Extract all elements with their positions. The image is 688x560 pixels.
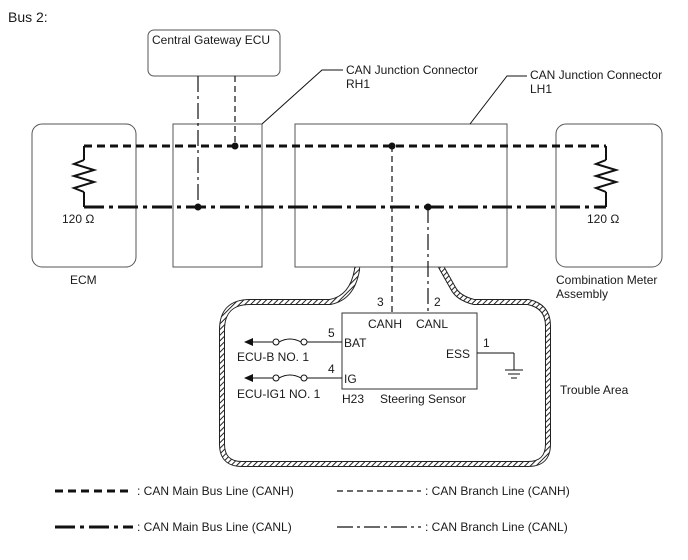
- ecu-b-fuse-wire: [244, 338, 342, 346]
- lh1-label-line1: CAN Junction Connector: [530, 68, 662, 82]
- central-gateway-ecu-box: [147, 29, 281, 77]
- sensor-connector-code: H23: [342, 392, 364, 406]
- junction-connector-lh1-box: [294, 123, 508, 268]
- ecu-ig1-fuse-wire: [244, 374, 342, 382]
- legend-main-canh: : CAN Main Bus Line (CANH): [137, 484, 294, 498]
- legend-main-canl: : CAN Main Bus Line (CANL): [137, 520, 292, 534]
- sensor-name: Steering Sensor: [380, 392, 466, 406]
- bat-pin-number: 5: [328, 326, 335, 340]
- junction-dot-lh1-canh: [388, 142, 396, 150]
- canh-pin-label: CANH: [368, 317, 402, 331]
- combination-meter-box: [555, 123, 663, 268]
- junction-connector-rh1-box: [172, 123, 263, 268]
- meter-resistance-label: 120 Ω: [587, 212, 619, 226]
- central-gateway-ecu-label: Central Gateway ECU: [152, 33, 270, 47]
- ess-pin-label: ESS: [446, 347, 470, 361]
- bat-pin-label: BAT: [344, 336, 367, 350]
- meter-resistor: [592, 146, 620, 207]
- ess-pin-number: 1: [483, 336, 490, 350]
- junction-dot-rh1-canh: [231, 142, 239, 150]
- lh1-leader-line: [469, 75, 527, 125]
- rh1-label-line2: RH1: [346, 77, 370, 91]
- legend-branch-canh: : CAN Branch Line (CANH): [425, 484, 570, 498]
- steering-sensor-box: [341, 312, 478, 390]
- meter-label-line1: Combination Meter: [556, 273, 657, 287]
- ecu-ig1-arrow-icon: [244, 374, 253, 382]
- rh1-label-line1: CAN Junction Connector: [346, 63, 478, 77]
- ig-pin-label: IG: [344, 372, 357, 386]
- junction-dot-lh1-canl: [424, 203, 432, 211]
- ecm-label: ECM: [70, 273, 97, 287]
- ecu-b-fuse-label: ECU-B NO. 1: [237, 350, 309, 364]
- junction-dot-rh1-canl: [194, 203, 202, 211]
- canh-pin-number: 3: [377, 295, 384, 309]
- ecm-resistance-label: 120 Ω: [62, 212, 94, 226]
- trouble-area-label: Trouble Area: [560, 383, 629, 397]
- rh1-leader-line: [261, 69, 343, 125]
- ecm-resistor: [70, 146, 98, 207]
- ecu-ig1-fuse-label: ECU-IG1 NO. 1: [237, 387, 321, 401]
- canl-pin-label: CANL: [416, 317, 448, 331]
- ig-pin-number: 4: [328, 362, 335, 376]
- diagram-title: Bus 2:: [8, 9, 48, 25]
- legend-branch-canl: : CAN Branch Line (CANL): [425, 520, 568, 534]
- ground-icon: [477, 352, 523, 379]
- ecu-b-arrow-icon: [244, 338, 253, 346]
- lh1-label-line2: LH1: [530, 82, 552, 96]
- meter-label-line2: Assembly: [556, 287, 608, 301]
- canl-pin-number: 2: [434, 295, 441, 309]
